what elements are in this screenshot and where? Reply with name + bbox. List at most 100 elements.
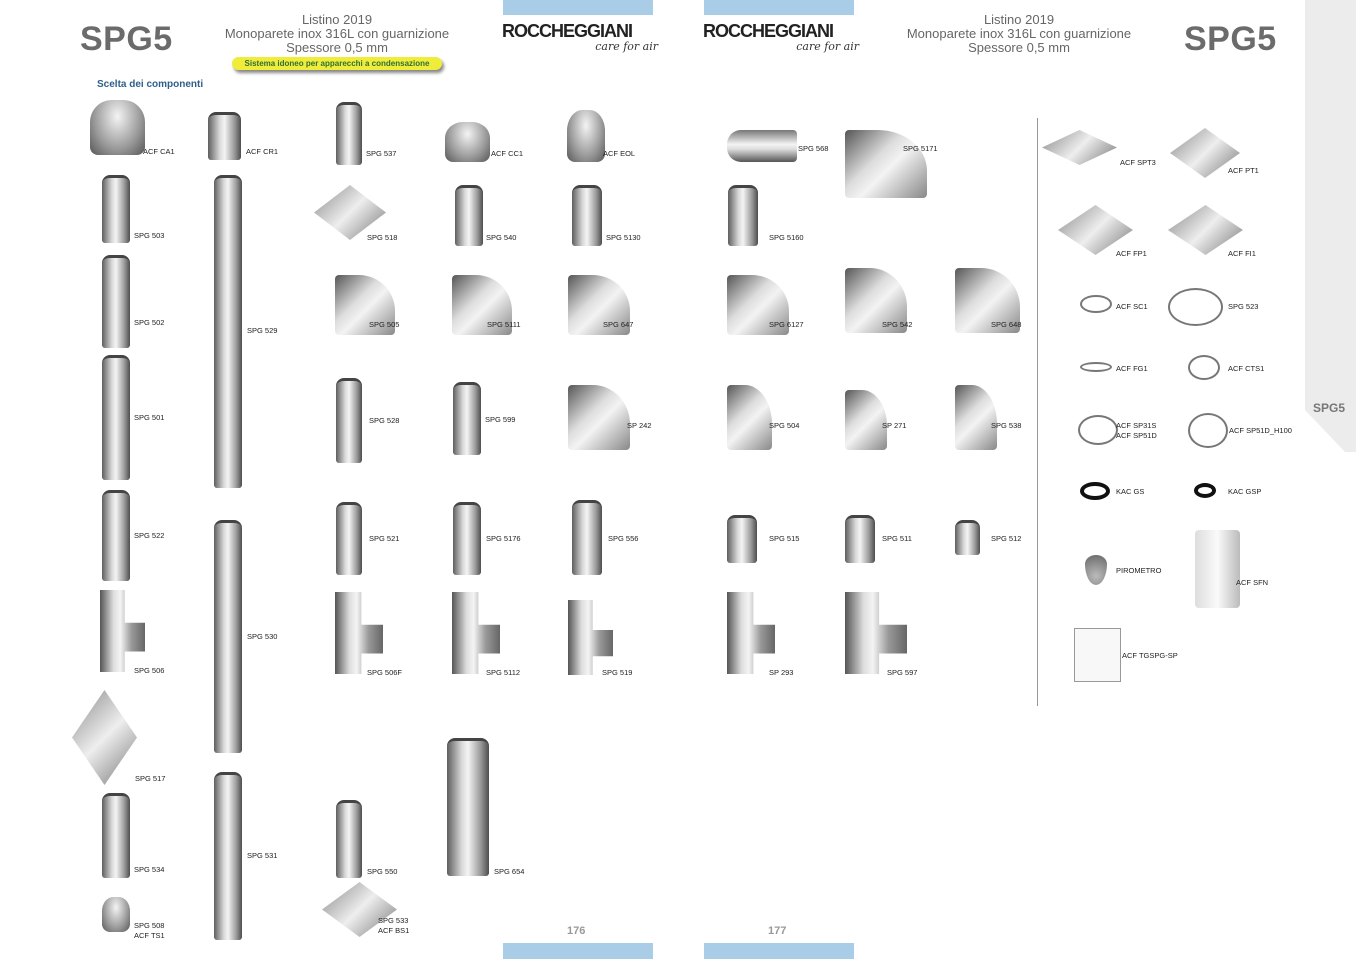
component-image-plate — [1042, 130, 1117, 165]
component-image-tee — [335, 592, 383, 674]
component-image-pipe — [214, 175, 242, 488]
component-label: SPG 6127 — [769, 320, 804, 329]
component-image-pipe — [214, 520, 242, 753]
component-image-pipe — [208, 112, 241, 160]
component-label: SPG 502 — [134, 318, 165, 327]
component-label: ACF CR1 — [246, 147, 279, 156]
condensation-badge: Sistema idoneo per apparecchi a condensa… — [232, 57, 442, 70]
component-label: SPG 519 — [602, 668, 633, 677]
component-image-pipe — [955, 520, 980, 555]
component-image-elbow — [568, 385, 630, 450]
component-label: SPG 515 — [769, 534, 800, 543]
component-image-pipe — [572, 500, 602, 575]
header-line: Spessore 0,5 mm — [286, 40, 388, 55]
component-label: SPG 5130 — [606, 233, 641, 242]
component-label: ACF FI1 — [1228, 249, 1256, 258]
component-label: SPG 537 — [366, 149, 397, 158]
series-code-left: SPG5 — [80, 20, 173, 58]
component-image-pipe — [453, 382, 481, 455]
component-image-gauge — [1085, 555, 1107, 585]
component-label: ACF SFN — [1236, 578, 1269, 587]
component-label: SPG 521 — [369, 534, 400, 543]
brand-logo-right: ROCCHEGGIANI care for air — [703, 21, 863, 53]
component-label: ACF FP1 — [1116, 249, 1147, 258]
component-label: SPG 511 — [882, 534, 912, 543]
brand-logo-left: ROCCHEGGIANI care for air — [502, 21, 662, 53]
component-image-ring — [1078, 415, 1118, 445]
component-label: SPG 529 — [247, 326, 278, 335]
component-label: ACF TGSPG-SP — [1122, 651, 1178, 660]
component-image-siphon — [1195, 530, 1240, 608]
bottom-bar-right — [704, 943, 854, 959]
brand-name: ROCCHEGGIANI — [703, 21, 834, 41]
component-image-tee — [452, 592, 500, 674]
component-image-plate — [1168, 205, 1243, 255]
section-title: Scelta dei componenti — [97, 79, 204, 90]
component-image-plate — [314, 185, 386, 240]
component-label: SPG 501 — [134, 413, 165, 422]
side-tab-label: SPG5 — [1313, 401, 1346, 415]
component-image-elbow — [845, 130, 927, 198]
component-image-cap — [90, 100, 145, 155]
component-label: KAC GS — [1116, 487, 1145, 496]
component-image-ring — [1080, 295, 1112, 313]
component-label: SPG 508 ACF TS1 — [134, 921, 165, 940]
component-label: SPG 5176 — [486, 534, 521, 543]
component-image-elbow — [845, 390, 887, 450]
component-image-tee — [100, 590, 145, 672]
component-label: SP 242 — [627, 421, 652, 430]
component-label: KAC GSP — [1228, 487, 1262, 496]
component-image-elbow — [727, 385, 772, 450]
component-image-pipe — [102, 490, 130, 581]
component-image-ring — [1168, 288, 1223, 326]
component-image-pipe — [572, 185, 602, 246]
component-label: ACF SC1 — [1116, 302, 1148, 311]
brand-tagline: care for air — [595, 40, 658, 53]
side-tab — [1305, 0, 1356, 452]
component-label: SPG 599 — [485, 415, 516, 424]
component-label: SPG 5111 — [487, 320, 521, 329]
header-left: Listino 2019 Monoparete inox 316L con gu… — [207, 13, 467, 55]
series-code-right: SPG5 — [1184, 20, 1277, 58]
component-label: SPG 556 — [608, 534, 639, 543]
component-image-cap — [445, 122, 490, 162]
component-label: SPG 542 — [882, 320, 913, 329]
bottom-bar-left — [503, 943, 653, 959]
component-image-bring — [1194, 483, 1216, 498]
header-line: Listino 2019 — [301, 12, 373, 27]
component-label: SPG 538 — [991, 421, 1022, 430]
component-label: ACF CA1 — [143, 147, 175, 156]
component-image-pipe — [455, 185, 483, 246]
component-image-tee — [727, 592, 775, 674]
component-image-elbow — [955, 385, 997, 450]
component-label: SPG 517 — [135, 774, 166, 783]
component-image-pipe — [447, 738, 489, 876]
component-label: SPG 522 — [134, 531, 165, 540]
component-label: SPG 534 — [134, 865, 165, 874]
component-image-tee — [845, 592, 907, 674]
component-label: SPG 504 — [769, 421, 800, 430]
header-line: Listino 2019 — [983, 12, 1055, 27]
component-image-pipe — [102, 793, 130, 878]
component-label: SPG 540 — [486, 233, 517, 242]
component-image-pipe — [214, 772, 242, 940]
component-label: SPG 550 — [367, 867, 398, 876]
component-image-ring — [1188, 355, 1220, 380]
component-label: SPG 597 — [887, 668, 918, 677]
component-label: ACF SP51D_H100 — [1229, 426, 1292, 435]
top-bar-left — [503, 0, 653, 15]
component-image-pipe — [336, 102, 362, 165]
component-label: ACF EOL — [603, 149, 636, 158]
page-number-left: 176 — [567, 925, 586, 937]
component-label: PIROMETRO — [1116, 566, 1162, 575]
component-image-pipe — [102, 175, 130, 243]
component-label: SPG 523 — [1228, 302, 1259, 311]
component-image-pipe — [102, 355, 130, 480]
component-label: SPG 505 — [369, 320, 400, 329]
column-divider — [1037, 118, 1038, 706]
component-image-ring — [1080, 362, 1112, 372]
top-bar-right — [704, 0, 854, 15]
component-label: ACF FG1 — [1116, 364, 1148, 373]
component-label: SP 293 — [769, 668, 794, 677]
component-label: ACF CTS1 — [1228, 364, 1265, 373]
